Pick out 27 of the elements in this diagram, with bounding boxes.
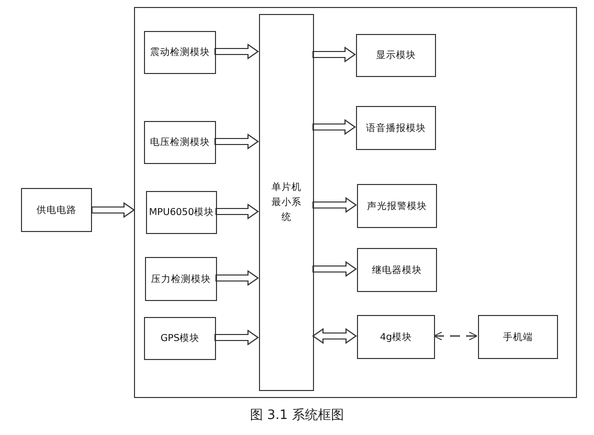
arrow: [312, 260, 357, 278]
module-box: 电压检测模块: [144, 121, 216, 164]
arrow: [91, 202, 135, 218]
module-box: MPU6050模块: [146, 191, 217, 234]
frame-box: [134, 7, 577, 398]
controller-box: 单片机最小系统: [259, 14, 314, 391]
arrow: [214, 329, 259, 346]
module-box: 压力检测模块: [145, 257, 217, 301]
arrow: [312, 328, 357, 344]
module-box: GPS模块: [144, 317, 216, 360]
caption: 图 3.1 系统框图: [249, 407, 345, 424]
module-box: 4g模块: [357, 315, 435, 359]
arrow: [312, 46, 356, 63]
module-box: 声光报警模块: [357, 184, 437, 228]
arrow: [215, 203, 259, 220]
arrow: [214, 43, 259, 60]
module-box: 语音播报模块: [356, 106, 436, 150]
arrow: [215, 270, 259, 286]
module-box: 继电器模块: [357, 248, 437, 292]
module-box: 手机端: [478, 315, 558, 359]
arrow: [434, 332, 478, 340]
arrow: [214, 133, 259, 150]
module-box: 显示模块: [356, 34, 436, 77]
arrow: [312, 118, 356, 136]
module-box: 震动检测模块: [144, 31, 216, 74]
module-box: 供电电路: [21, 188, 92, 232]
arrow: [312, 196, 357, 214]
